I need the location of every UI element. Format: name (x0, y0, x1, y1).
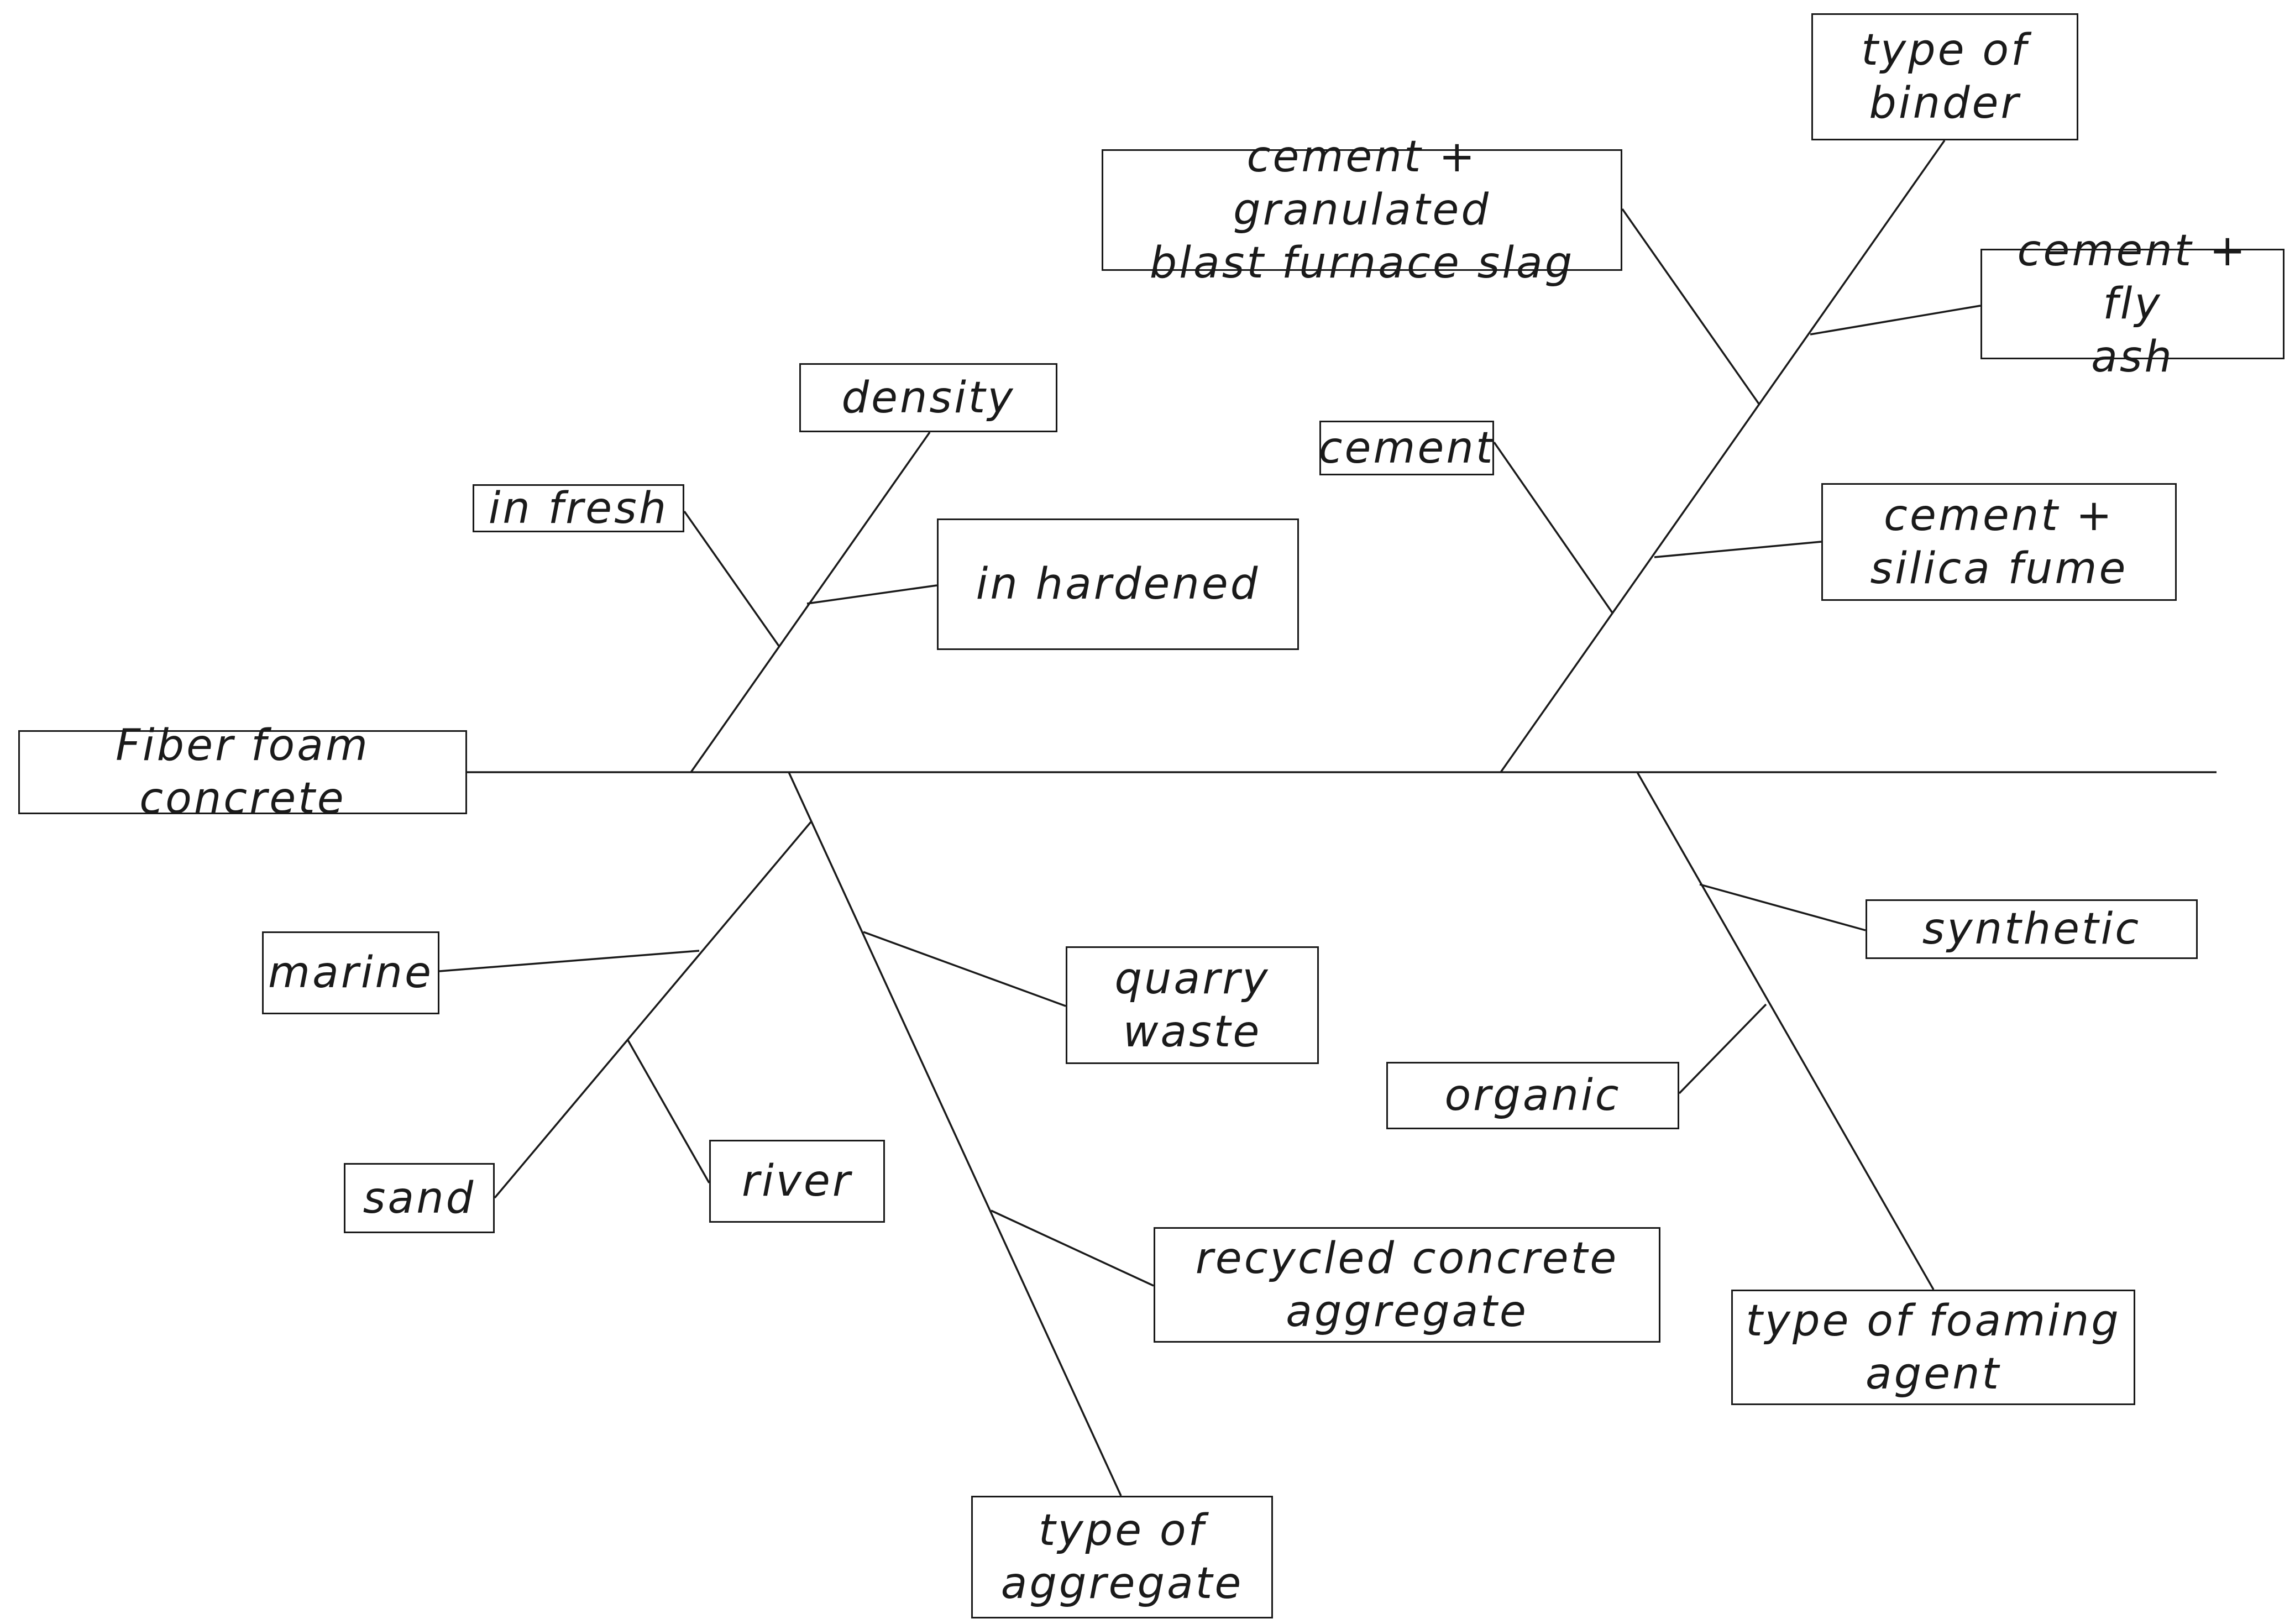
synthetic-box: synthetic (1866, 899, 2198, 959)
marine-box: marine (262, 931, 439, 1014)
in-hardened-connector (806, 584, 937, 605)
organic-box: organic (1386, 1062, 1679, 1129)
sand-box: sand (344, 1163, 495, 1233)
cement-slag-connector (1621, 208, 1760, 406)
density-box: density (799, 363, 1057, 432)
cement-fly-ash-connector (1810, 305, 1981, 336)
recycled-concrete-connector (991, 1209, 1154, 1287)
effect-box: Fiber foam concrete (18, 721, 467, 824)
synthetic-connector (1699, 883, 1866, 931)
river-connector (626, 1039, 710, 1183)
type-of-aggregate-box: type of aggregate (971, 1496, 1273, 1618)
type-of-foaming-agent-box: type of foaming agent (1731, 1290, 2135, 1405)
foaming-bone (1636, 772, 1935, 1290)
type-of-binder-box: type of binder (1811, 13, 2078, 140)
in-hardened-box: in hardened (937, 518, 1299, 650)
in-fresh-box: in fresh (473, 484, 684, 533)
binder-bone (1500, 139, 1946, 773)
recycled-concrete-box: recycled concrete aggregate (1154, 1227, 1660, 1343)
cement-silica-fume-box: cement + silica fume (1821, 483, 2177, 601)
quarry-waste-connector (863, 931, 1066, 1007)
cement-slag-box: cement + granulated blast furnace slag (1102, 132, 1622, 288)
cement-box: cement (1319, 421, 1494, 475)
quarry-waste-box: quarry waste (1066, 946, 1319, 1064)
sand-bone (494, 821, 812, 1199)
aggregate-bone (788, 772, 1122, 1496)
in-fresh-connector (683, 510, 780, 648)
organic-connector (1678, 1003, 1767, 1094)
marine-connector (439, 950, 700, 972)
cement-fly-ash-box: cement + fly ash (1980, 226, 2284, 382)
cement-connector (1493, 442, 1614, 614)
river-box: river (709, 1140, 885, 1223)
cement-silica-fume-connector (1654, 541, 1822, 558)
